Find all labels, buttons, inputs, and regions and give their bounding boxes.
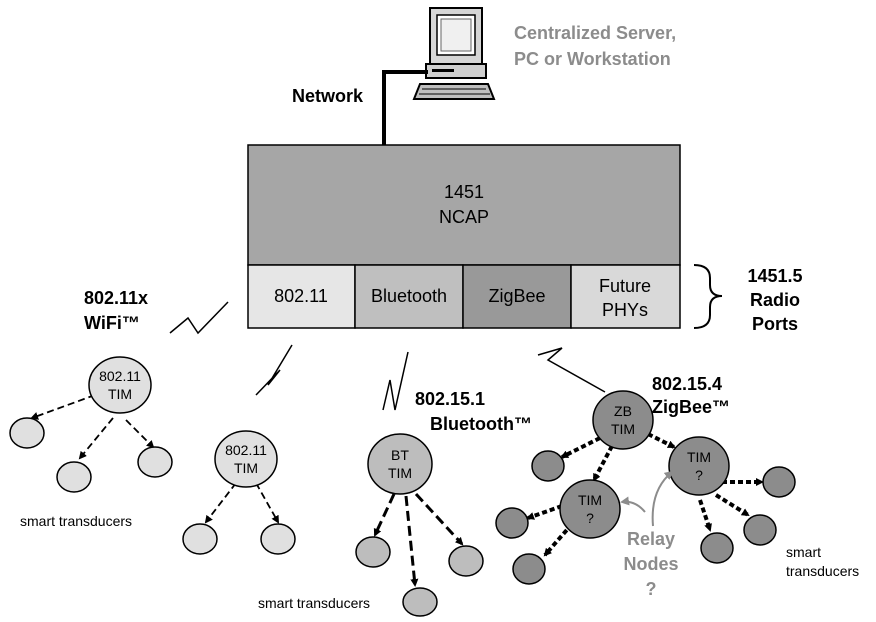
smart-transducers-middle: smart transducers [258, 595, 370, 611]
transducer-node [9, 417, 45, 449]
tim-node-80211-2 [214, 430, 278, 488]
transducer-node [743, 514, 777, 546]
bluetooth-label-line1: 802.15.1 [415, 389, 485, 409]
tim-node-bt-line2: TIM [388, 465, 412, 481]
transducer-node [137, 446, 173, 478]
tim-node-relay-1 [559, 479, 621, 539]
port-80211-label: 802.11 [274, 286, 328, 306]
arrow [404, 495, 419, 587]
tim-node-80211 [88, 356, 152, 414]
computer-icon [412, 7, 496, 100]
mesh-link [714, 493, 750, 517]
port-future-label-line1: Future [599, 276, 651, 296]
relay-nodes-line3: ? [646, 579, 657, 599]
arrow [255, 482, 279, 524]
bluetooth-label-line2: Bluetooth™ [430, 414, 532, 434]
zigbee-label-line1: 802.15.4 [652, 374, 722, 394]
port-future-label-line2: PHYs [602, 300, 648, 320]
wifi-label-line1: 802.11x [84, 288, 148, 308]
smart-transducers-right-line2: transducers [786, 563, 859, 579]
radio-ports-line2: Radio [750, 290, 800, 310]
tim-node-relay-2 [668, 436, 730, 496]
radio-ports-line1: 1451.5 [747, 266, 802, 286]
tim-node-80211-2-line1: 802.11 [225, 442, 267, 458]
curly-brace [693, 264, 723, 329]
transducer-node [182, 523, 218, 555]
tim-node-relay-1-line2: ? [586, 510, 594, 526]
wifi-label-line2: WiFi™ [84, 313, 140, 333]
zigbee-label-line2: ZigBee™ [652, 397, 730, 417]
radio-link-wifi [169, 301, 229, 335]
port-future [570, 264, 681, 329]
transducer-node [762, 466, 796, 498]
arrow [125, 419, 155, 449]
transducer-node [700, 532, 734, 564]
arrow [373, 493, 396, 537]
transducer-node [260, 523, 296, 555]
port-zigbee-label: ZigBee [488, 286, 545, 306]
relay-nodes-line2: Nodes [623, 554, 678, 574]
arrow [78, 417, 114, 460]
smart-transducers-left: smart transducers [20, 513, 132, 529]
ncap-box [247, 144, 681, 266]
transducer-node [495, 507, 529, 539]
tim-node-zb-line1: ZB [614, 403, 632, 419]
server-label-line1: Centralized Server, [514, 23, 676, 43]
mesh-link [592, 445, 614, 482]
radio-ports-line3: Ports [752, 314, 798, 334]
tim-node-80211-line2: TIM [108, 386, 132, 402]
radio-link-bluetooth [382, 351, 409, 411]
relay-pointer-arrow [651, 470, 674, 527]
arrow [414, 492, 464, 546]
transducer-node [355, 536, 391, 568]
relay-nodes-line1: Relay [627, 529, 675, 549]
server-label-line2: PC or Workstation [514, 49, 671, 69]
ncap-label-line1: 1451 [444, 182, 484, 202]
transducer-node [512, 553, 546, 585]
network-cable [382, 70, 428, 145]
tim-node-80211-line1: 802.11 [99, 368, 141, 384]
tim-node-relay-1-line1: TIM [578, 492, 602, 508]
transducer-node [56, 461, 92, 493]
mesh-link [698, 499, 712, 532]
tim-node-zb [592, 390, 654, 450]
mesh-links [526, 432, 764, 557]
ncap-label-line2: NCAP [439, 207, 489, 227]
port-80211 [247, 264, 356, 329]
radio-link-wifi-2 [255, 344, 293, 396]
mesh-link [543, 522, 574, 557]
port-bluetooth-label: Bluetooth [371, 286, 447, 306]
smart-transducers-right-line1: smart [786, 544, 821, 560]
tim-node-bt-line1: BT [391, 447, 409, 463]
transducer-node [402, 587, 438, 617]
tim-node-zb-line2: TIM [611, 421, 635, 437]
mesh-link [560, 436, 601, 459]
transducer-node [448, 545, 484, 577]
arrow [204, 482, 237, 524]
tim-node-80211-2-line2: TIM [234, 460, 258, 476]
tim-node-relay-2-line2: ? [695, 467, 703, 483]
tim-node-relay-2-line1: TIM [687, 449, 711, 465]
transducer-node [531, 450, 565, 482]
network-label: Network [292, 86, 364, 106]
tim-node-bt [367, 433, 433, 495]
mesh-link [647, 432, 676, 449]
radio-link-zigbee [537, 347, 606, 393]
relay-pointer-arrow [620, 496, 646, 513]
port-bluetooth [354, 264, 464, 329]
arrow [30, 389, 103, 420]
mesh-link [526, 504, 563, 520]
